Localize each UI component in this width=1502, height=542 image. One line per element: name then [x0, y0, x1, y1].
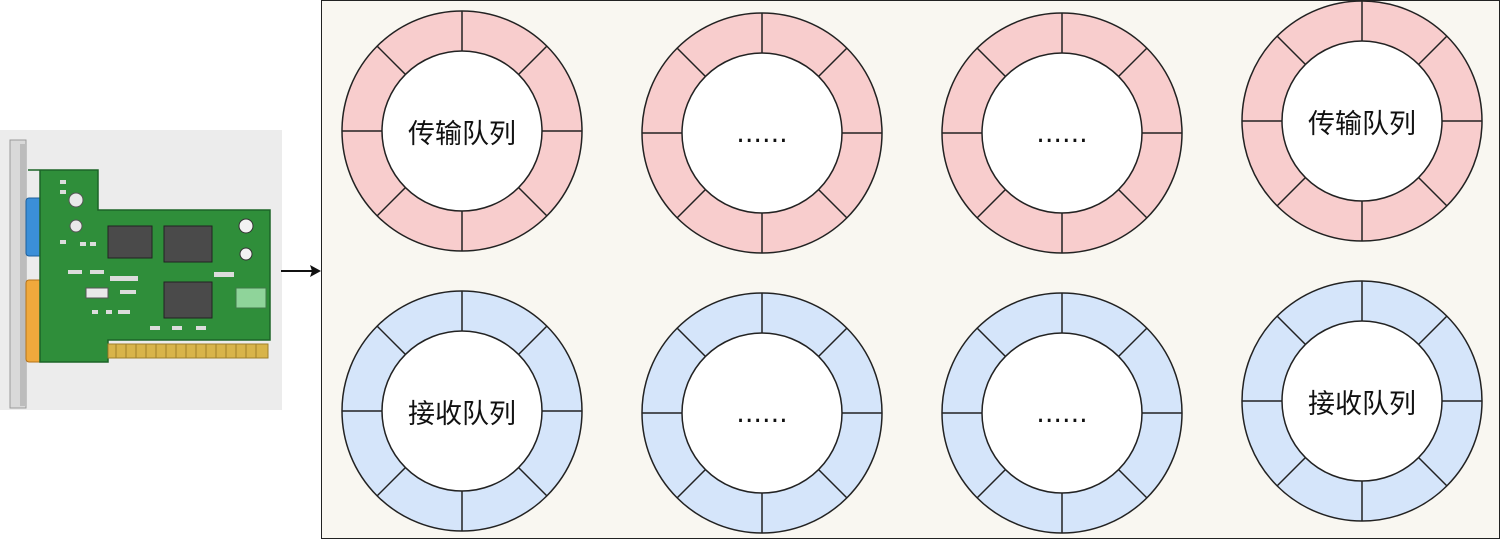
tx-queue-ring: 传输队列 [1240, 0, 1484, 243]
rx-queue-ring: ...... [940, 291, 1184, 535]
rx-queue-label: 接收队列 [408, 398, 516, 430]
tx-queue-label: 传输队列 [1308, 108, 1416, 140]
rx-queue-label: ...... [736, 397, 788, 429]
network-card-image [0, 130, 282, 410]
rx-queue-ring: 接收队列 [340, 289, 584, 533]
tx-queue-label: 传输队列 [408, 118, 516, 150]
rx-queue-label: ...... [1036, 397, 1088, 429]
queue-panel: 传输队列 ...... ...... [321, 0, 1500, 539]
tx-queue-ring: ...... [640, 11, 884, 255]
rx-queue-label: 接收队列 [1308, 388, 1416, 420]
ring-buffer-icon [641, 12, 883, 254]
ring-buffer-icon [941, 292, 1183, 534]
rx-queue-ring: ...... [640, 291, 884, 535]
tx-queue-label: ...... [736, 117, 788, 149]
ring-buffer-icon [941, 12, 1183, 254]
arrow-right-icon [281, 265, 321, 277]
ring-buffer-icon [1241, 0, 1483, 242]
rx-queue-ring: 接收队列 [1240, 279, 1484, 523]
ring-buffer-icon [1241, 280, 1483, 522]
tx-queue-ring: 传输队列 [340, 9, 584, 253]
ring-buffer-icon [641, 292, 883, 534]
ring-buffer-icon [341, 290, 583, 532]
tx-queue-ring: ...... [940, 11, 1184, 255]
network-card-icon [9, 139, 271, 409]
tx-queue-label: ...... [1036, 117, 1088, 149]
ring-buffer-icon [341, 10, 583, 252]
